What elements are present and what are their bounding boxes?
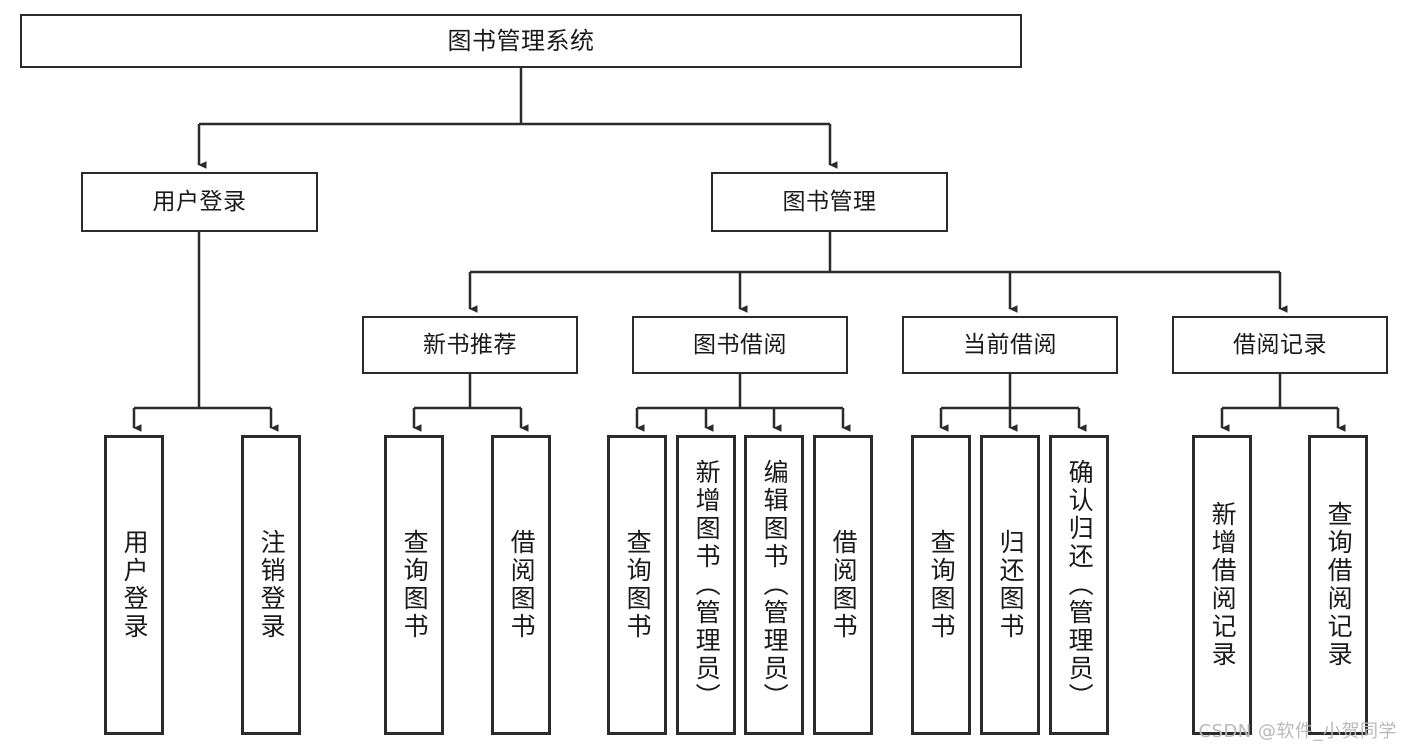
node-label: 用户登录 [120,529,150,641]
node-label: 新增图书（管理员） [692,459,722,711]
leaf-borrow-book-recommend[interactable]: 借阅图书 [491,435,551,735]
node-label: 新书推荐 [423,331,517,358]
leaf-add-book-admin[interactable]: 新增图书（管理员） [676,435,736,735]
node-book-management[interactable]: 图书管理 [711,172,948,232]
node-label: 图书管理 [782,188,877,215]
leaf-borrow-book[interactable]: 借阅图书 [813,435,873,735]
node-label: 当前借阅 [963,331,1057,358]
node-new-book-recommend[interactable]: 新书推荐 [362,316,578,374]
csdn-watermark: CSDN @软件_小贺同学 [1198,721,1397,742]
node-label: 借阅图书 [507,529,537,641]
leaf-query-book-recommend[interactable]: 查询图书 [384,435,444,735]
node-label: 查询图书 [623,529,653,641]
node-label: 确认归还（管理员） [1065,459,1095,711]
leaf-query-borrow-record[interactable]: 查询借阅记录 [1308,435,1368,735]
leaf-query-book-borrow[interactable]: 查询图书 [607,435,667,735]
node-label: 查询借阅记录 [1324,501,1354,669]
node-label: 归还图书 [996,529,1026,641]
node-root-system[interactable]: 图书管理系统 [20,14,1022,68]
node-current-borrow[interactable]: 当前借阅 [902,316,1118,374]
node-label: 查询图书 [400,529,430,641]
node-label: 图书借阅 [693,331,787,358]
node-label: 借阅记录 [1233,331,1327,358]
node-label: 注销登录 [257,529,287,641]
node-user-login[interactable]: 用户登录 [81,172,318,232]
leaf-confirm-return-admin[interactable]: 确认归还（管理员） [1049,435,1109,735]
leaf-logout[interactable]: 注销登录 [241,435,301,735]
node-label: 编辑图书（管理员） [760,459,790,711]
node-book-borrow[interactable]: 图书借阅 [632,316,848,374]
node-label: 借阅图书 [829,529,859,641]
node-label: 用户登录 [152,188,247,215]
leaf-add-borrow-record[interactable]: 新增借阅记录 [1192,435,1252,735]
leaf-edit-book-admin[interactable]: 编辑图书（管理员） [744,435,804,735]
leaf-return-book[interactable]: 归还图书 [980,435,1040,735]
node-label: 图书管理系统 [447,27,595,55]
node-borrow-record[interactable]: 借阅记录 [1172,316,1388,374]
leaf-query-book-current[interactable]: 查询图书 [911,435,971,735]
node-label: 新增借阅记录 [1208,501,1238,669]
leaf-user-login[interactable]: 用户登录 [104,435,164,735]
node-label: 查询图书 [927,529,957,641]
